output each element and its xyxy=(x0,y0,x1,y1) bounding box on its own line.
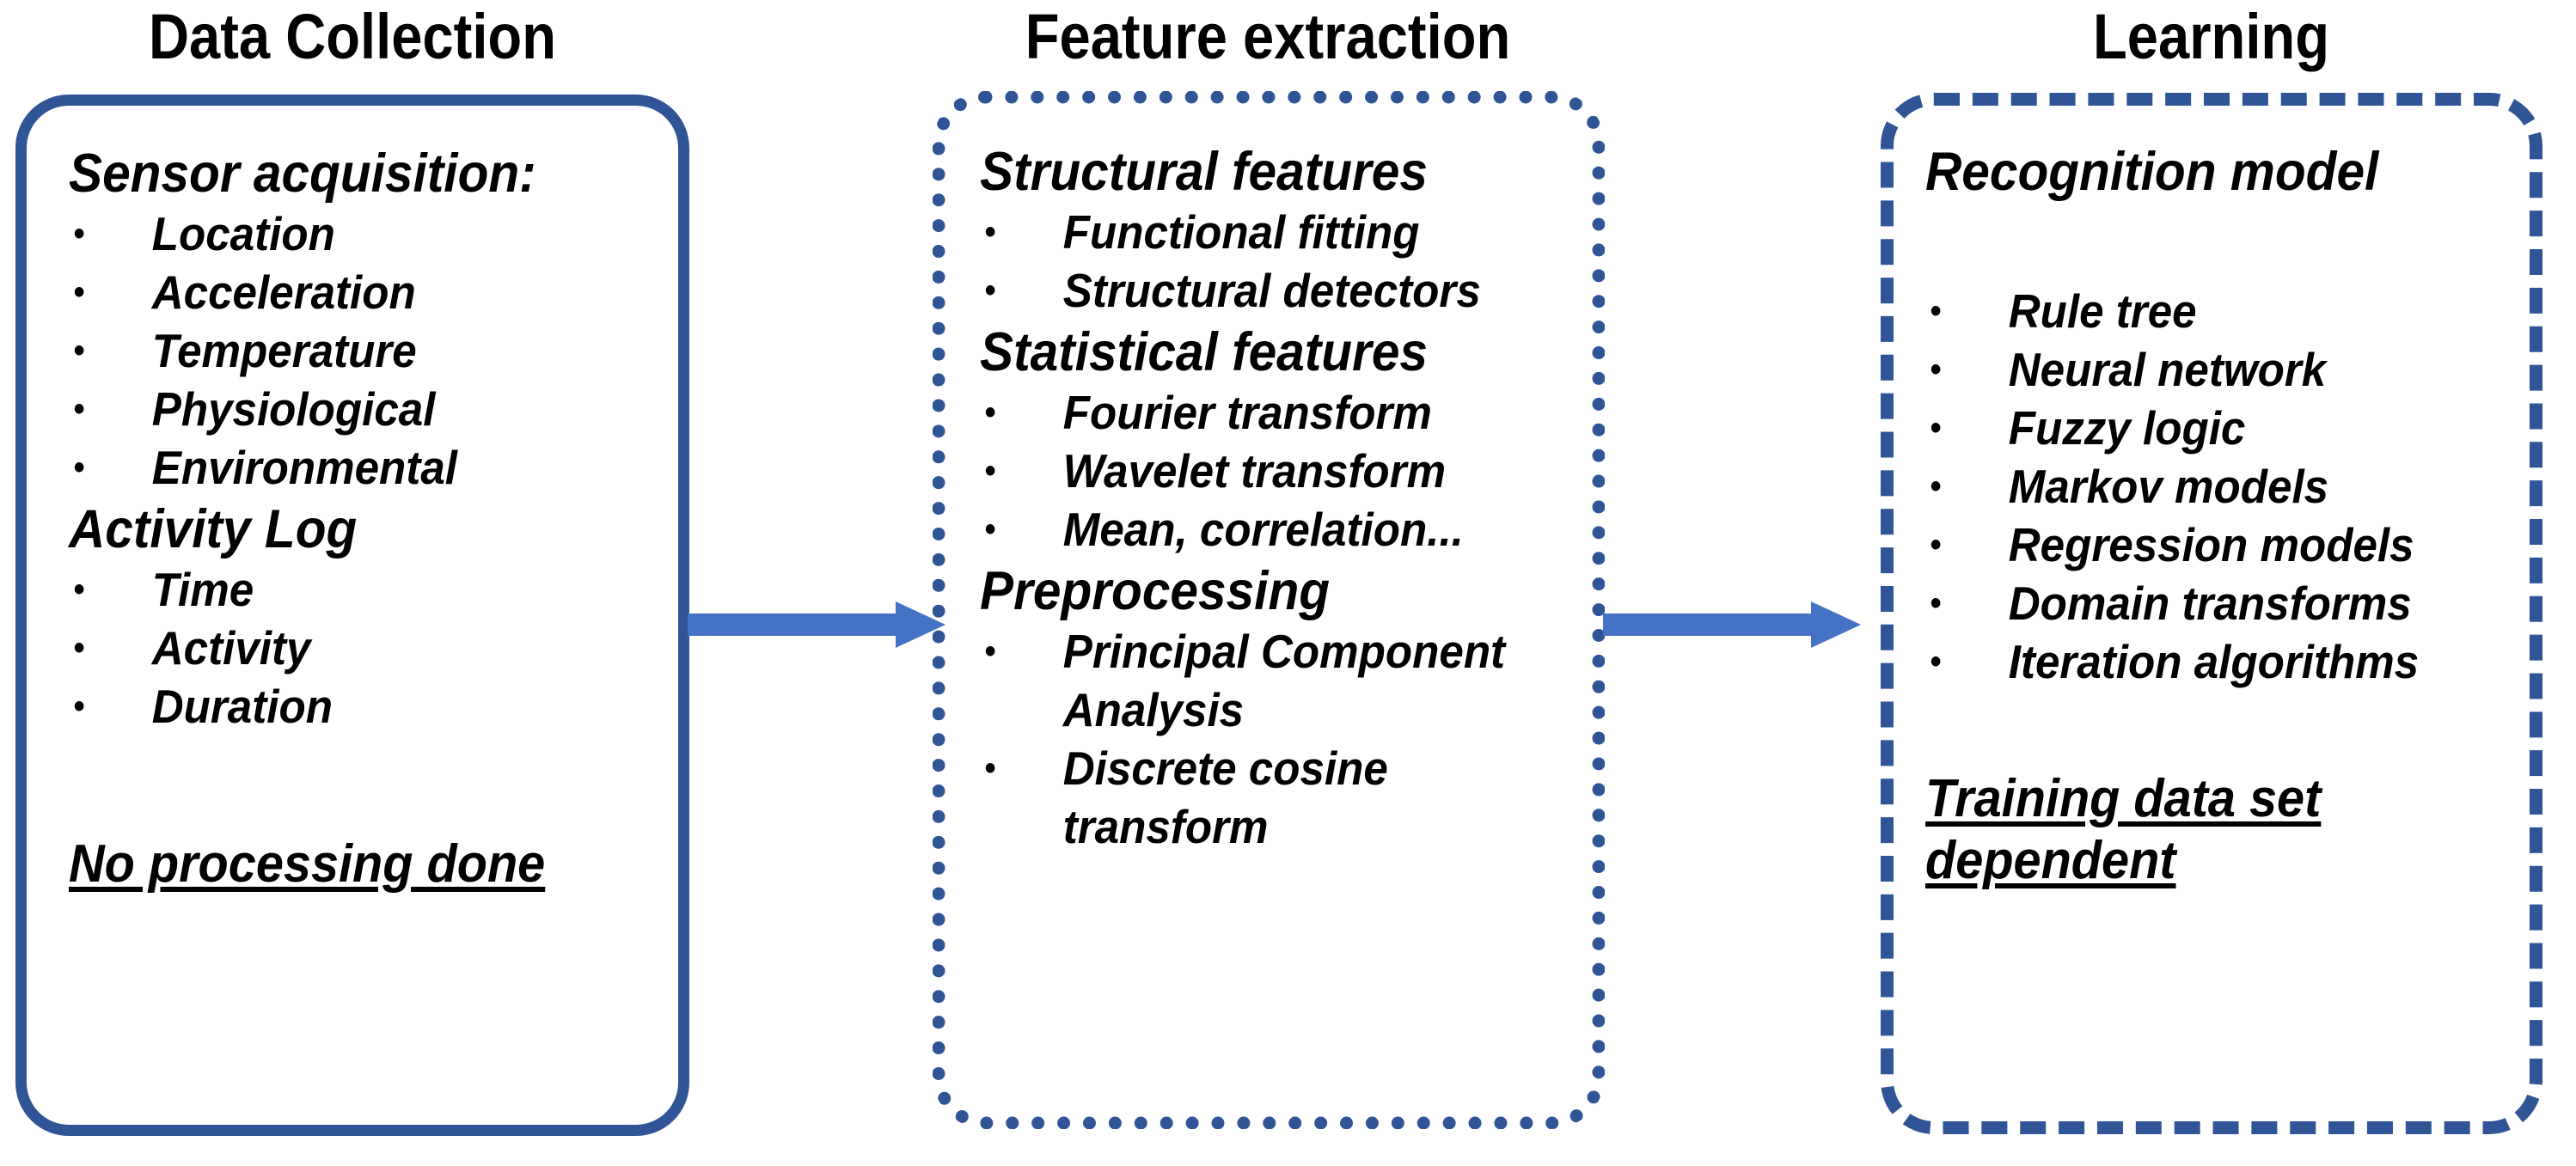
list-item: • Markov models xyxy=(1925,457,2493,516)
arrow-collection-to-extraction xyxy=(688,601,945,648)
stage-footer-training-data-set-dependent: Training data set dependent xyxy=(1925,769,2322,890)
stage-box-learning xyxy=(1881,93,2542,1134)
stage-content-data-collection: Sensor acquisition: • Location • Accelerat… xyxy=(69,144,670,895)
stage-content-feature-extraction: Structural features • Functional fitting … xyxy=(980,143,1599,859)
arrow-extraction-to-learning xyxy=(1603,601,1861,648)
list-item-label: Domain transforms xyxy=(2008,577,2412,630)
list-item-label: Principal Component Analysis xyxy=(1062,625,1506,736)
group-heading-statistical-features: Statistical features xyxy=(980,322,1429,382)
list-item: • Functional fitting xyxy=(980,203,1556,261)
group-heading-recognition-model: Recognition model xyxy=(1925,142,2379,202)
list-item: • Domain transforms xyxy=(1925,574,2493,632)
bullet-list-recognition-model: •Rule tree •Neural network •Fuzzy logic … xyxy=(1925,282,2536,691)
list-item: • Location xyxy=(69,205,628,263)
stage-title-learning: Learning xyxy=(2093,1,2329,72)
bullet-icon: • xyxy=(73,449,85,486)
list-item: • Fourier transform xyxy=(980,383,1556,442)
spacer xyxy=(1925,203,2536,282)
list-item: • Mean, correlation... xyxy=(980,500,1556,559)
arrow-head-icon xyxy=(1811,601,1861,648)
bullet-icon: • xyxy=(984,510,996,548)
bullet-list-statistical-features: • Fourier transform • Wavelet transform • M… xyxy=(980,383,1599,559)
list-item-label: Acceleration xyxy=(151,266,416,319)
list-item: • Physiological xyxy=(69,380,628,438)
list-item-label: Regression models xyxy=(2008,518,2414,571)
list-item: • Iteration algorithms xyxy=(1925,632,2493,691)
bullet-list-structural-features: • Functional fitting • Structural detector… xyxy=(980,203,1599,320)
list-item: • Rule tree xyxy=(1925,282,2493,340)
bullet-icon: • xyxy=(1930,643,1942,681)
bullet-icon: • xyxy=(73,332,85,369)
bullet-icon: • xyxy=(73,571,85,608)
list-item-label: Fuzzy logic xyxy=(2008,401,2246,455)
list-item-label: Time xyxy=(151,563,254,616)
list-item: • Acceleration xyxy=(69,263,628,321)
list-item: • Discrete cosine transform xyxy=(980,739,1556,856)
arrow-shaft xyxy=(688,614,897,636)
stage-box-data-collection xyxy=(15,95,689,1136)
list-item-label: Temperature xyxy=(151,324,417,377)
arrow-head-icon xyxy=(896,601,945,648)
bullet-icon: • xyxy=(73,629,85,667)
list-item-label: Neural network xyxy=(2008,343,2327,396)
list-item-label: Physiological xyxy=(151,382,436,436)
spacer xyxy=(1925,694,2536,768)
stage-title-data-collection: Data Collection xyxy=(148,1,556,72)
bullet-list-preprocessing: • Principal Component Analysis • Discrete … xyxy=(980,622,1599,856)
stage-title-feature-extraction: Feature extraction xyxy=(1025,1,1511,72)
list-item-label: Wavelet transform xyxy=(1062,444,1447,498)
list-item-label: Discrete cosine transform xyxy=(1062,742,1388,853)
list-item-label: Mean, correlation... xyxy=(1062,503,1464,556)
bullet-icon: • xyxy=(73,687,85,725)
bullet-icon: • xyxy=(984,394,996,431)
list-item-label: Rule tree xyxy=(2008,284,2197,338)
spacer xyxy=(69,739,670,833)
list-item: • Regression models xyxy=(1925,516,2493,574)
stage-content-learning: Recognition model • Rule tree • Neural net… xyxy=(1925,143,2536,892)
bullet-icon: • xyxy=(1930,526,1942,564)
list-item-label: Iteration algorithms xyxy=(2008,635,2420,688)
list-item: • Wavelet transform xyxy=(980,442,1556,500)
list-item: • Neural network xyxy=(1925,340,2493,399)
list-item-label: Duration xyxy=(151,680,333,733)
list-item-label: Environmental xyxy=(151,441,458,494)
bullet-icon: • xyxy=(1930,584,1942,622)
group-heading-activity-log: Activity Log xyxy=(69,499,358,559)
bullet-icon: • xyxy=(73,215,85,253)
bullet-icon: • xyxy=(984,213,996,251)
arrow-shaft xyxy=(1603,614,1813,636)
list-item-label: Markov models xyxy=(2008,460,2329,513)
list-item: • Temperature xyxy=(69,321,628,380)
bullet-icon: • xyxy=(1930,292,1942,330)
list-item-label: Location xyxy=(151,207,335,260)
bullet-icon: • xyxy=(1930,409,1942,447)
list-item: • Structural detectors xyxy=(980,261,1556,320)
bullet-icon: • xyxy=(1930,351,1942,388)
list-item-label: Fourier transform xyxy=(1062,386,1432,439)
bullet-icon: • xyxy=(984,452,996,490)
list-item: • Duration xyxy=(69,677,628,736)
group-heading-structural-features: Structural features xyxy=(980,142,1428,202)
bullet-icon: • xyxy=(984,632,996,670)
bullet-icon: • xyxy=(1930,467,1942,505)
list-item: • Principal Component Analysis xyxy=(980,622,1556,739)
list-item: • Environmental xyxy=(69,438,628,497)
bullet-icon: • xyxy=(984,749,996,787)
bullet-icon: • xyxy=(984,272,996,309)
list-item: • Time xyxy=(69,560,628,619)
bullet-list-activity-log: • Time • Activity • Duration xyxy=(69,560,670,736)
group-heading-sensor-acquisition: Sensor acquisition: xyxy=(69,143,536,204)
list-item-label: Activity xyxy=(151,621,311,675)
bullet-list-sensor-acquisition: • Location • Acceleration • Temperature • Ph… xyxy=(69,205,670,497)
list-item-label: Functional fitting xyxy=(1062,205,1420,259)
list-item: • Fuzzy logic xyxy=(1925,399,2493,457)
group-heading-preprocessing: Preprocessing xyxy=(980,561,1331,621)
bullet-icon: • xyxy=(73,390,85,428)
list-item: • Activity xyxy=(69,619,628,677)
stage-footer-no-processing: No processing done xyxy=(69,834,546,894)
list-item-label: Structural detectors xyxy=(1062,264,1481,317)
bullet-icon: • xyxy=(73,273,85,311)
